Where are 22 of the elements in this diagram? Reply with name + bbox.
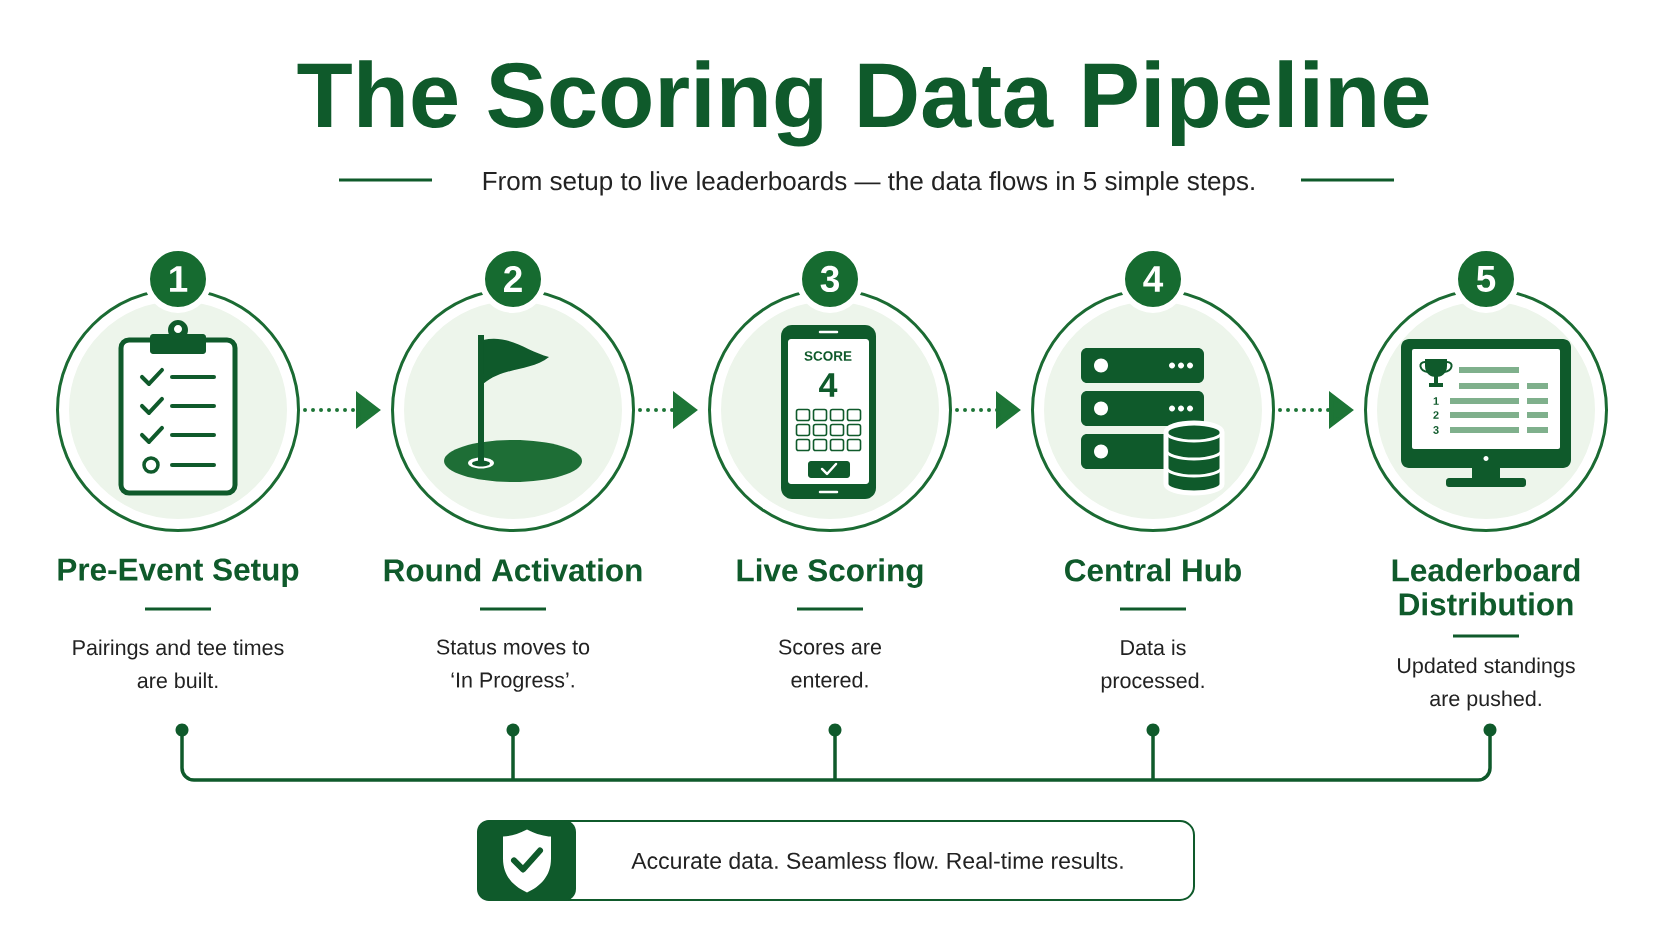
subtitle: From setup to live leaderboards — the data flows in 5 simple steps. xyxy=(483,171,1254,196)
number-badge: 3 xyxy=(796,245,864,313)
step-description: Updated standings are pushed. xyxy=(1398,657,1575,711)
number-badge: 1 xyxy=(144,245,212,313)
step-title: Pre-Event Setup xyxy=(58,558,299,587)
rank-number: 1 xyxy=(1433,397,1439,405)
score-value: 4 xyxy=(819,373,838,397)
step-description: Pairings and tee times are built. xyxy=(73,639,284,689)
title: The Scoring Data Pipeline xyxy=(297,60,1429,147)
number-badge: 4 xyxy=(1119,245,1187,313)
step-description: Status moves to ‘In Progress’. xyxy=(436,639,590,692)
step-description: Data is processed. xyxy=(1101,639,1204,693)
step-title: Live Scoring xyxy=(737,558,923,588)
rank-number: 2 xyxy=(1433,411,1439,419)
step-title: Leaderboard Distribution xyxy=(1392,558,1580,616)
number-badge: 2 xyxy=(479,245,547,313)
number-badge: 5 xyxy=(1452,245,1520,313)
step-title: Round Activation xyxy=(384,558,642,582)
score-label: SCORE xyxy=(804,351,852,361)
step-description: Scores are entered. xyxy=(779,639,881,688)
step-title: Central Hub xyxy=(1065,558,1241,582)
rank-number: 3 xyxy=(1433,426,1439,434)
